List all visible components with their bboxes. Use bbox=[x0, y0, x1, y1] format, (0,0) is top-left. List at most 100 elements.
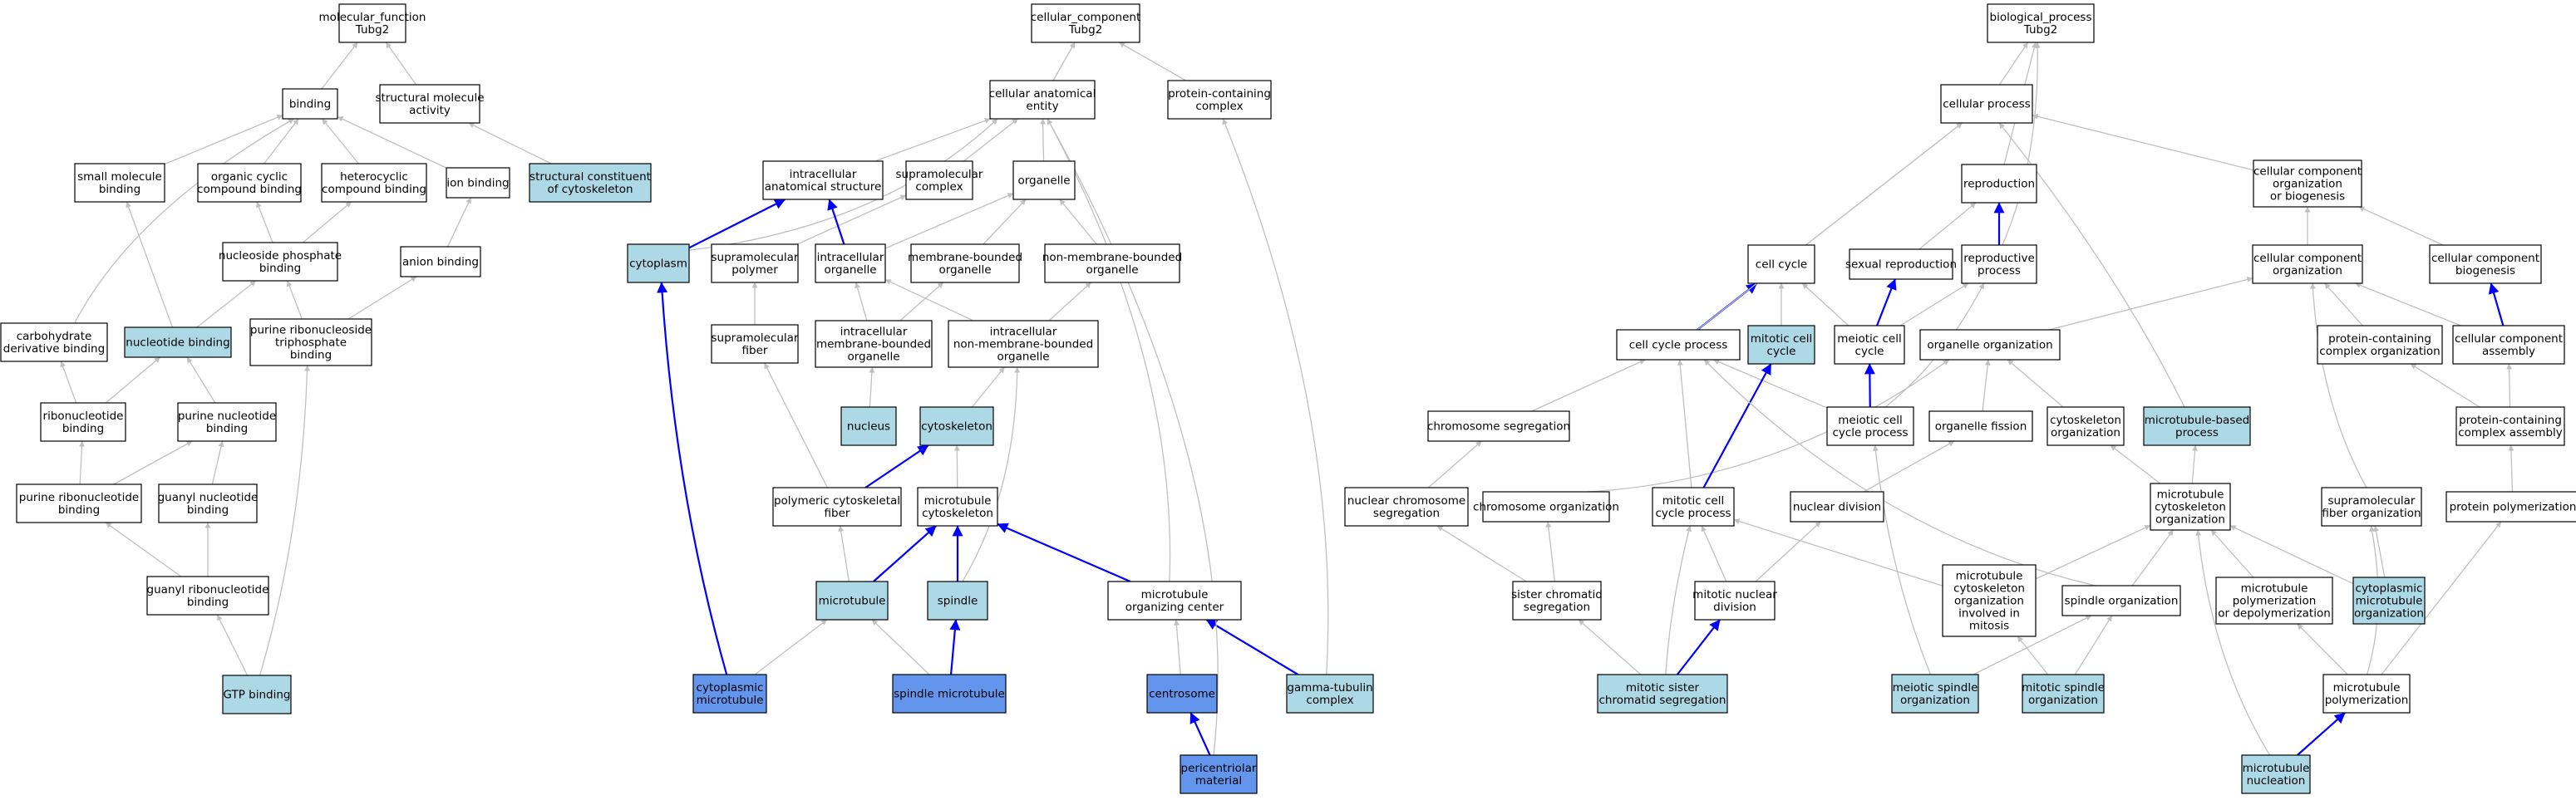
node-box bbox=[1180, 754, 1258, 794]
go-term-node-organelle-fission[interactable]: organelle fission bbox=[1928, 410, 2033, 442]
go-term-node-chrom-segregation[interactable]: chromosome segregation bbox=[1427, 410, 1570, 442]
node-label-line: structural constituent bbox=[529, 170, 651, 184]
go-term-node-spindle-microtubule[interactable]: spindle microtubule bbox=[892, 674, 1007, 714]
go-term-node-cellular-process[interactable]: cellular process bbox=[1940, 84, 2033, 124]
go-term-node-cytoskeleton[interactable]: cytoskeleton bbox=[919, 406, 994, 446]
go-term-node-chrom-org[interactable]: chromosome organization bbox=[1473, 491, 1619, 523]
go-term-node-cell-cycle[interactable]: cell cycle bbox=[1747, 244, 1815, 284]
go-term-node-anion-binding[interactable]: anion binding bbox=[400, 246, 481, 277]
go-term-node-protein-polymerization[interactable]: protein polymerization bbox=[2445, 491, 2576, 523]
go-term-node-nucleotide-binding[interactable]: nucleotide binding bbox=[124, 326, 232, 358]
node-box bbox=[446, 167, 510, 199]
go-term-node-spindle[interactable]: spindle bbox=[927, 581, 988, 621]
node-box bbox=[1891, 674, 1979, 714]
node-box bbox=[197, 163, 302, 203]
go-term-node-gtp-binding[interactable]: GTP binding bbox=[222, 675, 292, 714]
edge-gamma_tubulin-to-protein_cont_complex bbox=[1222, 118, 1329, 675]
go-term-node-organelle[interactable]: organelle bbox=[1012, 160, 1076, 200]
go-term-node-reproduction[interactable]: reproduction bbox=[1961, 164, 2037, 204]
go-term-node-organelle-org[interactable]: organelle organization bbox=[1919, 329, 2061, 361]
go-term-node-microtubule[interactable]: microtubule bbox=[815, 581, 889, 621]
go-term-node-nucleus[interactable]: nucleus bbox=[840, 406, 897, 446]
go-term-node-sexual-repro[interactable]: sexual reproduction bbox=[1845, 248, 1957, 280]
go-term-node-spindle-org[interactable]: spindle organization bbox=[2061, 585, 2181, 616]
go-term-node-binding[interactable]: binding bbox=[282, 88, 338, 120]
go-term-node-cell-cycle-process[interactable]: cell cycle process bbox=[1616, 329, 1741, 361]
node-box bbox=[1919, 329, 2061, 361]
node-label-line: guanyl ribonucleotide bbox=[147, 583, 269, 596]
edge-intracell_nonmem_org-to-intracell_organelle bbox=[884, 278, 974, 321]
go-term-node-nuclear-division[interactable]: nuclear division bbox=[1790, 491, 1884, 523]
go-term-node-centrosome[interactable]: centrosome bbox=[1146, 674, 1218, 714]
edge-centrosome-to-mtoc bbox=[1173, 619, 1181, 675]
node-label-line: microtubule bbox=[697, 694, 764, 707]
go-term-node-mt-cytoskel-org-mitosis[interactable]: microtubulecytoskeletonorganizationinvol… bbox=[1942, 564, 2037, 637]
edge-nuclear_division-to-organelle_fission bbox=[1863, 440, 1955, 493]
node-box bbox=[1942, 564, 2037, 637]
edge-mtoc-to-cell_anat_entity bbox=[1047, 118, 1171, 582]
go-term-node-intracell-nonmem-org[interactable]: intracellularnon-membrane-boundedorganel… bbox=[948, 320, 1099, 368]
node-box bbox=[249, 318, 372, 366]
node-label-line: binding bbox=[58, 503, 100, 517]
go-term-node-cytoplasm[interactable]: cytoplasm bbox=[627, 243, 690, 283]
go-term-node-ion-binding[interactable]: ion binding bbox=[446, 167, 510, 199]
